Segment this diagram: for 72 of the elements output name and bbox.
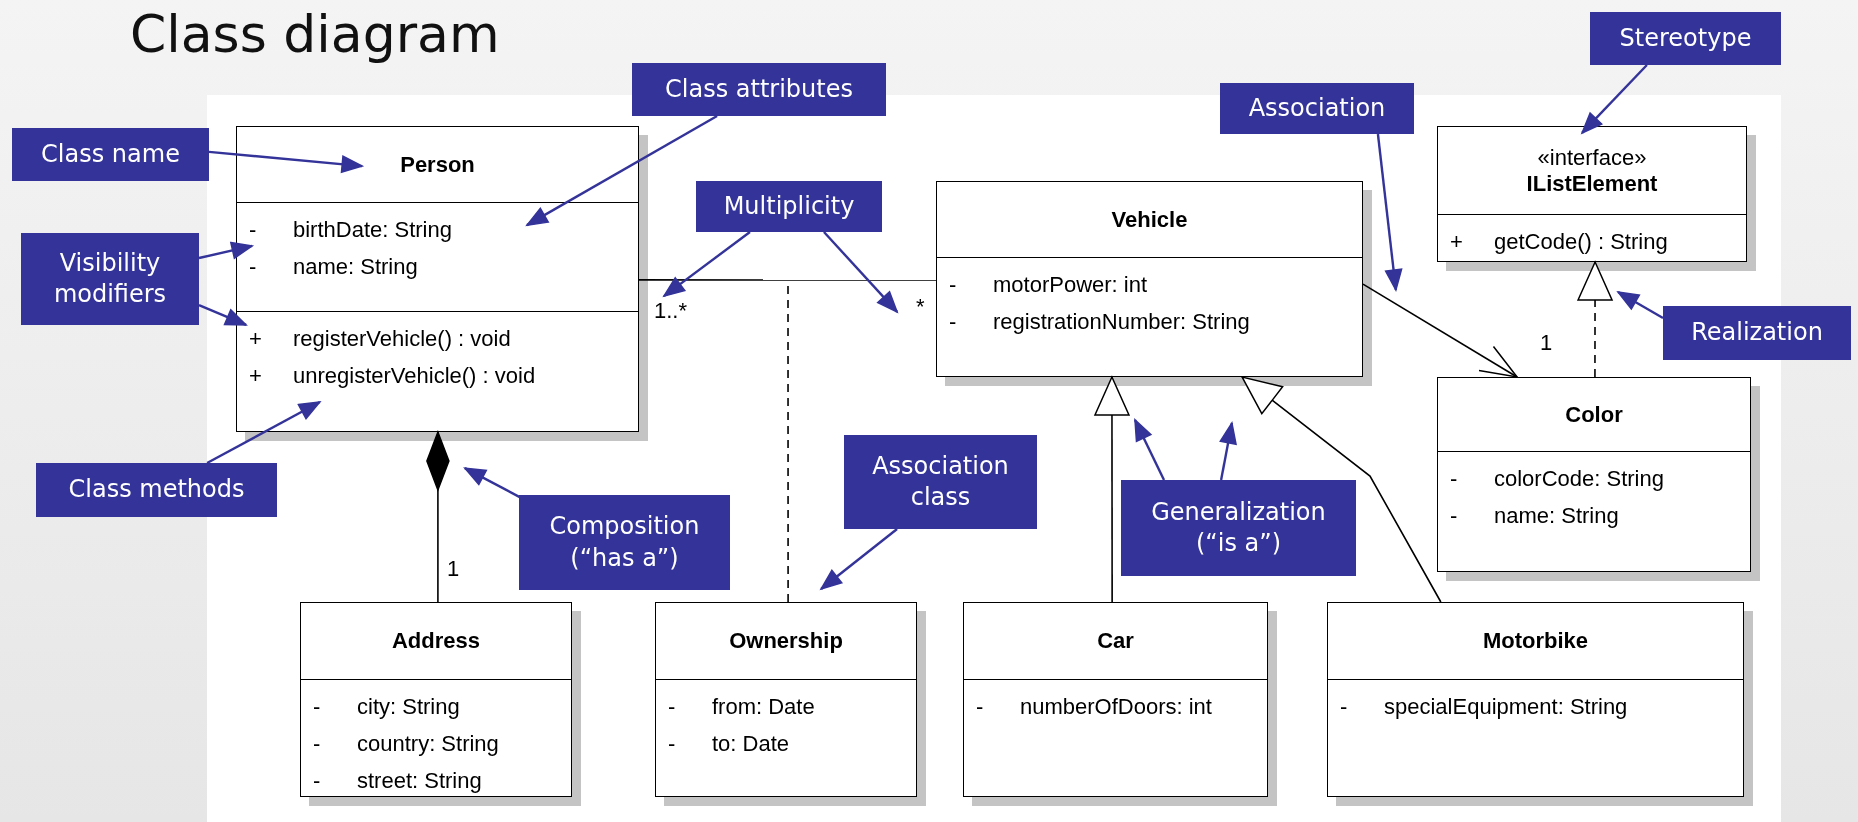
callout-box <box>1590 12 1781 65</box>
member-text: - name: String <box>1450 502 1620 530</box>
leader-line <box>820 528 898 590</box>
member-text: - country: String <box>313 730 500 758</box>
callout-box <box>844 435 1037 529</box>
leader-line <box>1219 422 1237 481</box>
association-arrow <box>1362 283 1518 378</box>
callout-box <box>519 495 730 590</box>
class-name: Car <box>1097 628 1134 654</box>
member-text: - from: Date <box>668 693 816 721</box>
callout-text: Class name <box>41 138 180 170</box>
member-text: - registrationNumber: String <box>949 308 1251 336</box>
callout-text: Multiplicity <box>723 190 855 222</box>
leader-line <box>198 303 247 326</box>
leader-line <box>198 241 253 260</box>
generalization-arrow <box>1094 376 1130 603</box>
leader-line <box>1376 133 1403 291</box>
callout-text: Realization <box>1691 317 1823 349</box>
callout-box <box>696 181 882 232</box>
member-text: - specialEquipment: String <box>1340 693 1629 721</box>
callout-box <box>1663 306 1851 360</box>
member-text: - name: String <box>249 253 419 281</box>
member-text: + getCode() : String <box>1450 228 1669 256</box>
callout-text: Association class <box>871 450 1010 513</box>
callout-text: Association <box>1248 92 1386 124</box>
realization-arrow <box>1577 261 1613 378</box>
leader-line <box>208 150 363 173</box>
leader-line <box>1133 419 1166 481</box>
class-name: Person <box>400 151 475 178</box>
member-text: - colorCode: String <box>1450 465 1665 493</box>
multiplicity-label: 1 <box>1540 330 1553 356</box>
association-line <box>638 279 937 281</box>
multiplicity-label: 1..* <box>654 298 688 324</box>
stereotype-text: «interface» <box>1537 144 1647 171</box>
class-name: Ownership <box>729 628 843 654</box>
leader-line <box>464 467 522 499</box>
multiplicity-label: 1 <box>447 556 460 582</box>
callout-box <box>632 63 886 116</box>
title: Class diagram <box>130 4 500 64</box>
callout-box <box>12 128 209 181</box>
leader-line <box>1581 64 1648 134</box>
callout-text: Class attributes <box>665 73 853 105</box>
callout-text: Stereotype <box>1619 22 1752 54</box>
member-text: - numberOfDoors: int <box>976 693 1213 721</box>
callout-box <box>36 463 277 517</box>
member-text: + unregisterVehicle() : void <box>249 362 537 390</box>
class-name: Color <box>1565 401 1623 428</box>
callout-text: Composition (“has a”) <box>548 511 701 574</box>
leader-line <box>823 231 899 313</box>
leader-line <box>526 114 718 227</box>
leader-line <box>206 400 321 465</box>
callout-text: Class methods <box>68 474 245 506</box>
composition-line <box>426 431 450 603</box>
class-name: Vehicle <box>1111 206 1188 233</box>
class-name: Address <box>391 628 480 654</box>
member-text: - city: String <box>313 693 461 721</box>
member-text: + registerVehicle() : void <box>249 325 512 353</box>
callout-box <box>1220 83 1414 134</box>
member-text: - motorPower: int <box>949 271 1149 299</box>
callout-text: Visibility modifiers <box>52 247 168 310</box>
class-name: IListElement <box>1526 170 1658 197</box>
generalization-arrow <box>1241 376 1442 603</box>
callout-text: Generalization (“is a”) <box>1150 496 1327 559</box>
member-text: - to: Date <box>668 730 791 758</box>
callout-box <box>1121 480 1356 576</box>
member-text: - birthDate: String <box>249 216 453 244</box>
multiplicity-label: * <box>916 294 925 320</box>
leader-line <box>1617 291 1664 320</box>
callout-box <box>21 233 199 325</box>
class-name: Motorbike <box>1482 628 1589 654</box>
member-text: - street: String <box>313 767 483 795</box>
leader-line <box>663 231 751 298</box>
